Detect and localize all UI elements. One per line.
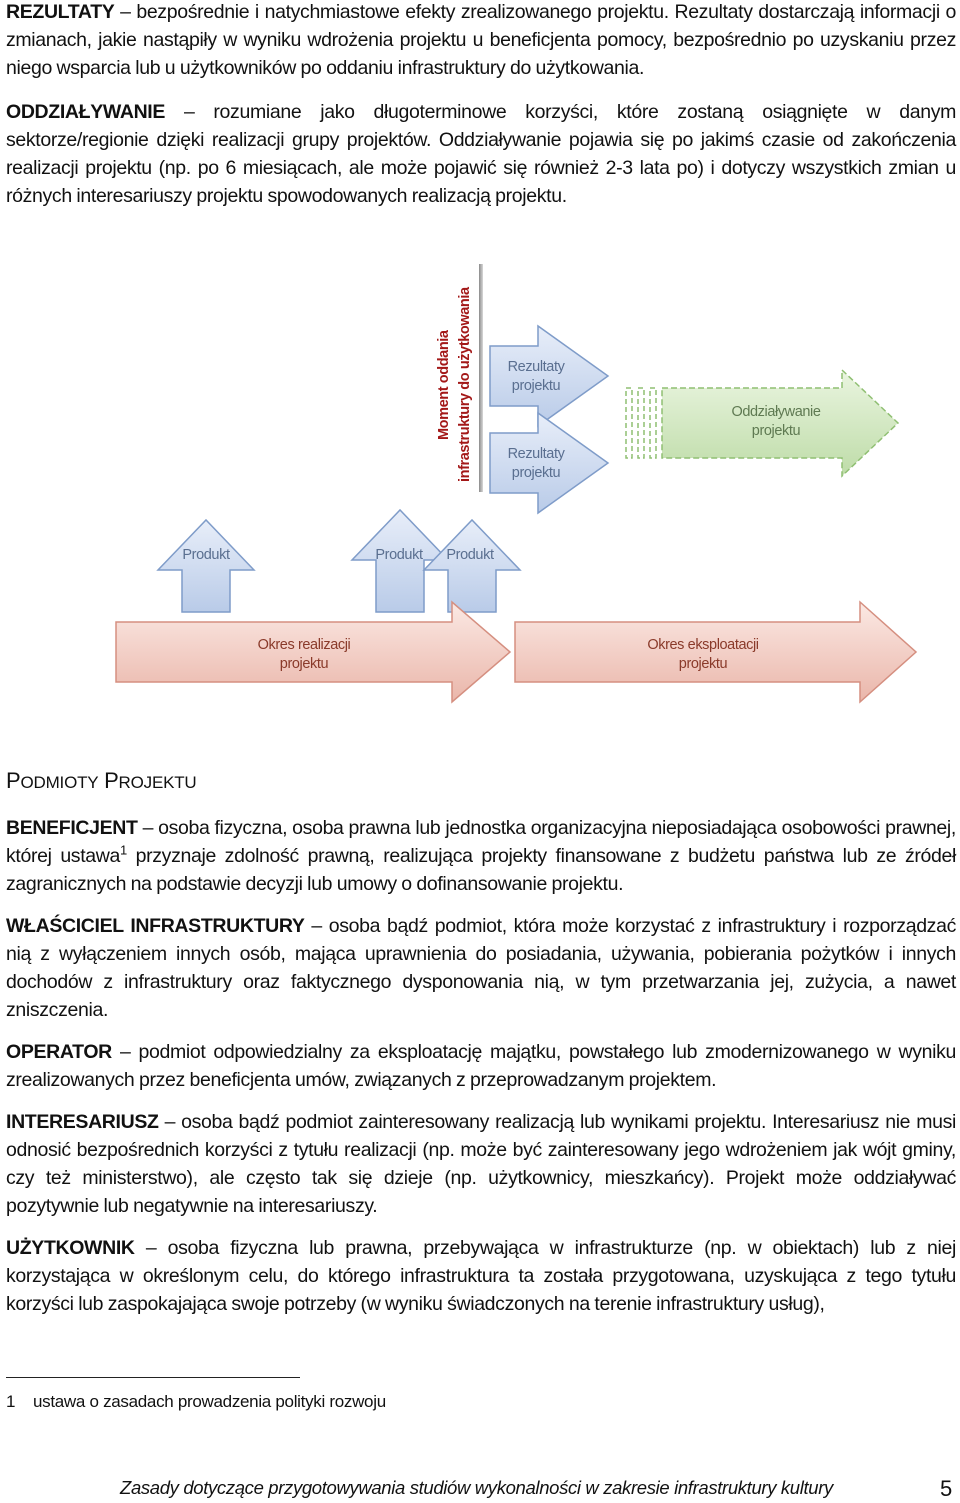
rezultaty-2-line2: projektu bbox=[512, 465, 561, 481]
okres-realizacji-arrow: Okres realizacji projektu bbox=[115, 600, 512, 704]
rezultaty-arrow-2: Rezultaty projektu bbox=[489, 411, 610, 515]
term-oddzialywanie: ODDZIAŁYWANIE bbox=[6, 101, 166, 123]
term-interesariusz: INTERESARIUSZ bbox=[6, 1111, 159, 1133]
term-wlasciciel: WŁAŚCICIEL INFRASTRUKTURY bbox=[6, 915, 305, 937]
term-beneficjent: BENEFICJENT bbox=[6, 817, 138, 839]
text-beneficjent-a: – osoba fizyczna, osoba prawna lub jedno… bbox=[6, 817, 956, 867]
produkt-1-label: Produkt bbox=[182, 547, 230, 563]
definition-interesariusz: INTERESARIUSZ – osoba bądź podmiot zaint… bbox=[6, 1108, 956, 1220]
heading-rest-1: ODMIOTY bbox=[20, 773, 99, 792]
okres-realizacji-line2: projektu bbox=[280, 656, 329, 672]
rezultaty-2-line1: Rezultaty bbox=[508, 446, 566, 462]
page-number: 5 bbox=[940, 1476, 953, 1501]
text-rezultaty: – bezpośrednie i natychmiastowe efekty z… bbox=[6, 1, 956, 79]
text-interesariusz: – osoba bądź podmiot zainteresowany real… bbox=[6, 1111, 956, 1217]
rezultaty-1-line1: Rezultaty bbox=[508, 359, 566, 375]
footnote: 1 ustawa o zasadach prowadzenia polityki … bbox=[6, 1392, 386, 1412]
produkt-3-label: Produkt bbox=[446, 547, 494, 563]
oddzialywanie-arrow: Oddziaływanie projektu bbox=[625, 368, 900, 478]
oddzialywanie-line2: projektu bbox=[752, 423, 801, 439]
produkt-arrow-1: Produkt bbox=[156, 518, 256, 613]
okres-eksploatacji-line1: Okres eksploatacji bbox=[647, 637, 758, 653]
footnote-divider bbox=[6, 1377, 300, 1378]
okres-eksploatacji-arrow: Okres eksploatacji projektu bbox=[514, 600, 918, 704]
paragraph-rezultaty: REZULTATY – bezpośrednie i natychmiastow… bbox=[6, 0, 956, 82]
footer-title: Zasady dotyczące przygotowywania studiów… bbox=[120, 1477, 833, 1498]
rezultaty-1-line2: projektu bbox=[512, 378, 561, 394]
oddzialywanie-line1: Oddziaływanie bbox=[731, 404, 820, 420]
definition-beneficjent: BENEFICJENT – osoba fizyczna, osoba praw… bbox=[6, 814, 956, 898]
text-operator: – podmiot odpowiedzialny za eksploatację… bbox=[6, 1041, 956, 1091]
okres-eksploatacji-line2: projektu bbox=[679, 656, 728, 672]
heading-cap-1: P bbox=[6, 768, 21, 793]
footnote-number: 1 bbox=[6, 1392, 16, 1411]
text-oddzialywanie: – rozumiane jako długoterminowe korzyści… bbox=[6, 101, 957, 207]
moment-bar: Moment oddania infrastruktury do użytkow… bbox=[436, 264, 483, 492]
produkt-arrow-3: Produkt bbox=[422, 518, 522, 613]
heading-rest-2: ROJEKTU bbox=[118, 773, 197, 792]
paragraph-oddzialywanie: ODDZIAŁYWANIE – rozumiane jako długoterm… bbox=[6, 98, 956, 210]
produkt-arrow-2: Produkt bbox=[350, 508, 450, 613]
moment-label-line1: Moment oddania bbox=[436, 329, 452, 440]
footnote-text: ustawa o zasadach prowadzenia polityki r… bbox=[33, 1392, 386, 1411]
text-beneficjent-b: przyznaje zdolność prawną, realizująca p… bbox=[6, 845, 956, 895]
text-uzytkownik: – osoba fizyczna lub prawna, przebywając… bbox=[6, 1237, 956, 1315]
term-operator: OPERATOR bbox=[6, 1041, 112, 1063]
heading-cap-2: P bbox=[104, 768, 119, 793]
section-heading: PODMIOTY PROJEKTU bbox=[6, 768, 197, 794]
definition-operator: OPERATOR – podmiot odpowiedzialny za eks… bbox=[6, 1038, 956, 1094]
term-uzytkownik: UŻYTKOWNIK bbox=[6, 1237, 135, 1259]
moment-label-line2: infrastruktury do użytkowania bbox=[457, 286, 473, 482]
project-effects-diagram: Moment oddania infrastruktury do użytkow… bbox=[115, 264, 918, 704]
definition-wlasciciel: WŁAŚCICIEL INFRASTRUKTURY – osoba bądź p… bbox=[6, 912, 956, 1024]
okres-realizacji-line1: Okres realizacji bbox=[258, 637, 351, 653]
text-wlasciciel: – osoba bądź podmiot, która może korzyst… bbox=[6, 915, 956, 1021]
term-rezultaty: REZULTATY bbox=[6, 1, 115, 23]
produkt-2-label: Produkt bbox=[375, 547, 423, 563]
footnote-ref: 1 bbox=[120, 842, 127, 858]
rezultaty-arrow-1: Rezultaty projektu bbox=[489, 324, 610, 428]
definition-uzytkownik: UŻYTKOWNIK – osoba fizyczna lub prawna, … bbox=[6, 1234, 956, 1318]
